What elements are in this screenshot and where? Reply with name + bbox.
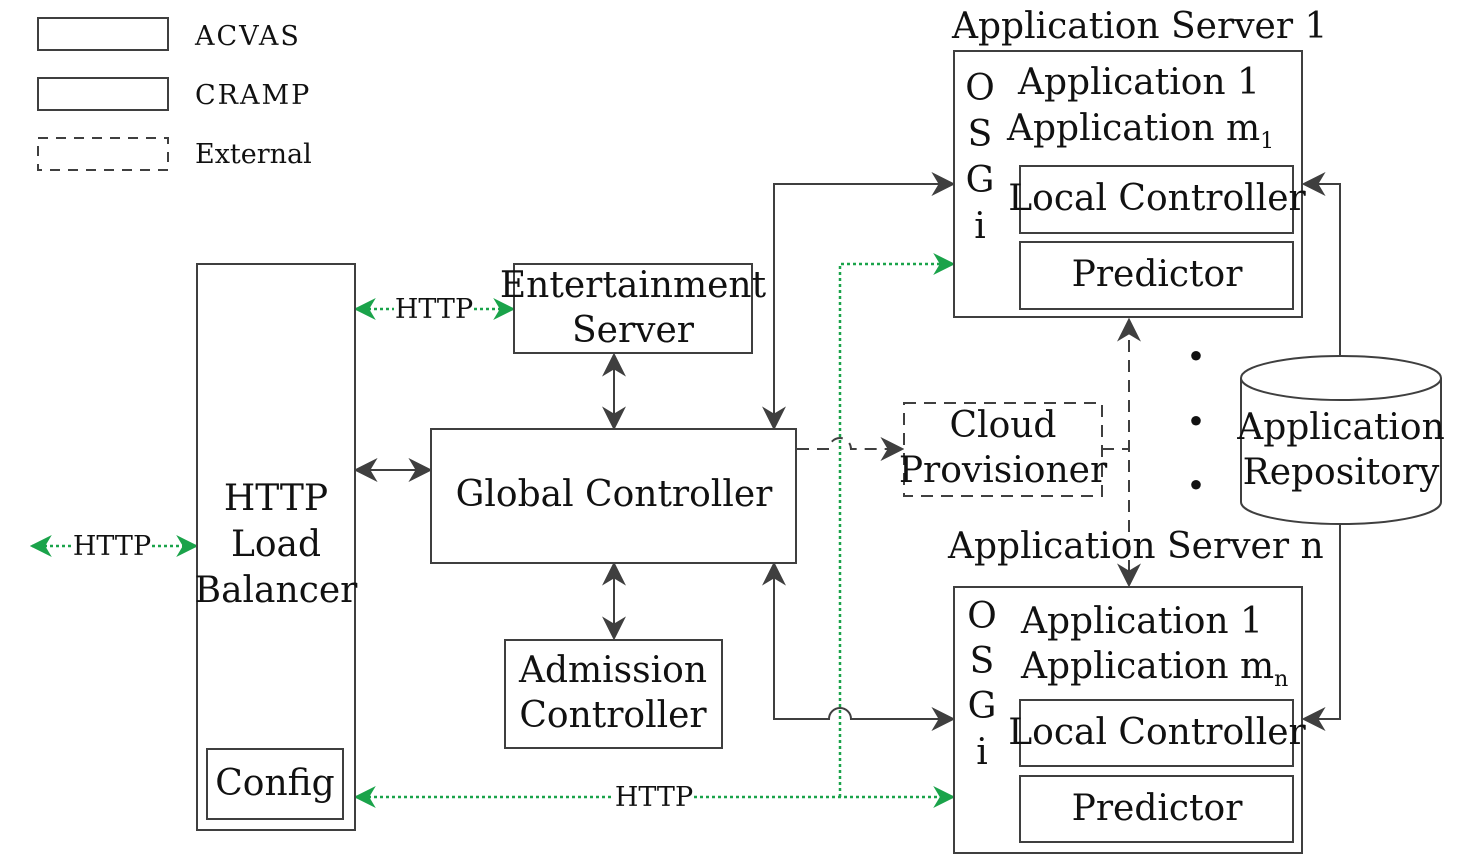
global-controller-label: Global Controller: [456, 474, 773, 515]
application-server-1[interactable]: Application Server 1 O S G i Application…: [951, 6, 1327, 318]
entertainment-server-box[interactable]: [513, 263, 753, 354]
acvas-swatch: [37, 17, 169, 51]
legend-item-cramp: CRAMP: [37, 77, 311, 111]
load-balancer-box[interactable]: [196, 263, 356, 831]
edge-global-cloud: [797, 437, 905, 461]
ellipsis-dot: •: [1186, 402, 1205, 441]
osgi-letter: O: [965, 68, 995, 109]
edge-global-servern: [762, 561, 956, 731]
ellipsis-dot: •: [1186, 466, 1205, 505]
edge-http-server1: [838, 253, 956, 797]
entertainment-server-label-2: Server: [572, 310, 695, 351]
app-server-1-title: Application Server 1: [951, 6, 1327, 47]
admission-controller-box[interactable]: [504, 639, 723, 749]
cloud-provisioner[interactable]: Cloud Provisioner: [899, 402, 1108, 497]
cloud-provisioner-label-1: Cloud: [950, 405, 1057, 446]
legend-item-external: External: [37, 137, 312, 171]
predictor-box[interactable]: [1019, 775, 1294, 843]
predictor-box[interactable]: [1019, 241, 1294, 310]
osgi-letter: i: [974, 206, 986, 247]
app-server-1-app-first: Application 1: [1017, 62, 1260, 103]
config-label: Config: [215, 763, 334, 804]
app-server-n-local-controller[interactable]: Local Controller: [1008, 699, 1307, 767]
local-controller-box[interactable]: [1019, 165, 1294, 234]
edge-repo-server1: [1301, 172, 1341, 355]
repository-cylinder-top: [1240, 377, 1442, 401]
app-server-1-app-last-text: Application m: [1006, 108, 1260, 149]
edge-label-http-client: HTTP: [73, 531, 151, 562]
app-server-n-predictor[interactable]: Predictor: [1019, 775, 1294, 843]
repository-label-2: Repository: [1243, 452, 1440, 493]
app-server-1-predictor[interactable]: Predictor: [1019, 241, 1294, 310]
cramp-swatch: [37, 77, 169, 111]
legend: ACVAS CRAMP External: [37, 17, 312, 171]
edge-repo-servern: [1301, 525, 1341, 731]
app-server-n-app-last: Application mn: [1020, 646, 1288, 692]
entertainment-server-label-1: Entertainment: [500, 265, 767, 306]
edge-label-http-servers: HTTP: [615, 782, 693, 813]
app-server-1-local-controller[interactable]: Local Controller: [1008, 165, 1307, 234]
edge-label-http-entertainment: HTTP: [395, 294, 473, 325]
app-server-n-app-last-sub: n: [1274, 667, 1288, 692]
http-load-balancer[interactable]: HTTP Load Balancer Config: [195, 263, 359, 831]
legend-label-external: External: [195, 139, 312, 170]
application-server-n[interactable]: Application Server n O S G i Application…: [947, 526, 1324, 854]
edge-global-server1: [762, 172, 956, 431]
legend-item-acvas: ACVAS: [37, 17, 301, 52]
local-controller-box[interactable]: [1019, 699, 1294, 767]
admission-controller[interactable]: Admission Controller: [504, 639, 723, 749]
ellipsis-dot: •: [1186, 337, 1205, 376]
osgi-letter: S: [970, 641, 995, 682]
app-server-1-app-last-sub: 1: [1260, 129, 1274, 154]
osgi-letter: O: [967, 596, 997, 637]
application-repository[interactable]: Application Repository: [1236, 355, 1445, 525]
osgi-letter: G: [968, 686, 997, 727]
app-server-n-app-first: Application 1: [1020, 601, 1263, 642]
local-controller-label: Local Controller: [1008, 178, 1306, 219]
config-box[interactable]: [206, 748, 344, 820]
global-controller[interactable]: Global Controller: [430, 428, 797, 564]
connectors: [29, 172, 1341, 808]
load-balancer-label-2: Load: [231, 524, 321, 565]
app-server-1-app-last: Application m1: [1006, 108, 1274, 154]
admission-controller-label-2: Controller: [519, 695, 707, 736]
cloud-provisioner-box[interactable]: [903, 402, 1103, 497]
predictor-label: Predictor: [1072, 788, 1244, 829]
osgi-letter: i: [976, 732, 988, 773]
external-swatch: [37, 137, 169, 171]
app-server-n-title: Application Server n: [947, 526, 1324, 567]
global-controller-box[interactable]: [430, 428, 797, 564]
legend-label-cramp: CRAMP: [195, 80, 311, 111]
entertainment-server[interactable]: Entertainment Server: [500, 263, 767, 354]
admission-controller-label-1: Admission: [518, 650, 707, 691]
load-balancer-label-3: Balancer: [195, 570, 359, 611]
osgi-letter: G: [966, 160, 995, 201]
legend-label-acvas: ACVAS: [194, 21, 301, 52]
config-block[interactable]: Config: [206, 748, 344, 820]
local-controller-label: Local Controller: [1008, 712, 1306, 753]
load-balancer-label-1: HTTP: [224, 478, 328, 519]
cloud-provisioner-label-2: Provisioner: [899, 450, 1108, 491]
osgi-letter: S: [968, 114, 993, 155]
predictor-label: Predictor: [1072, 254, 1244, 295]
repository-label-1: Application: [1236, 407, 1445, 448]
app-server-n-app-last-text: Application m: [1020, 646, 1274, 687]
